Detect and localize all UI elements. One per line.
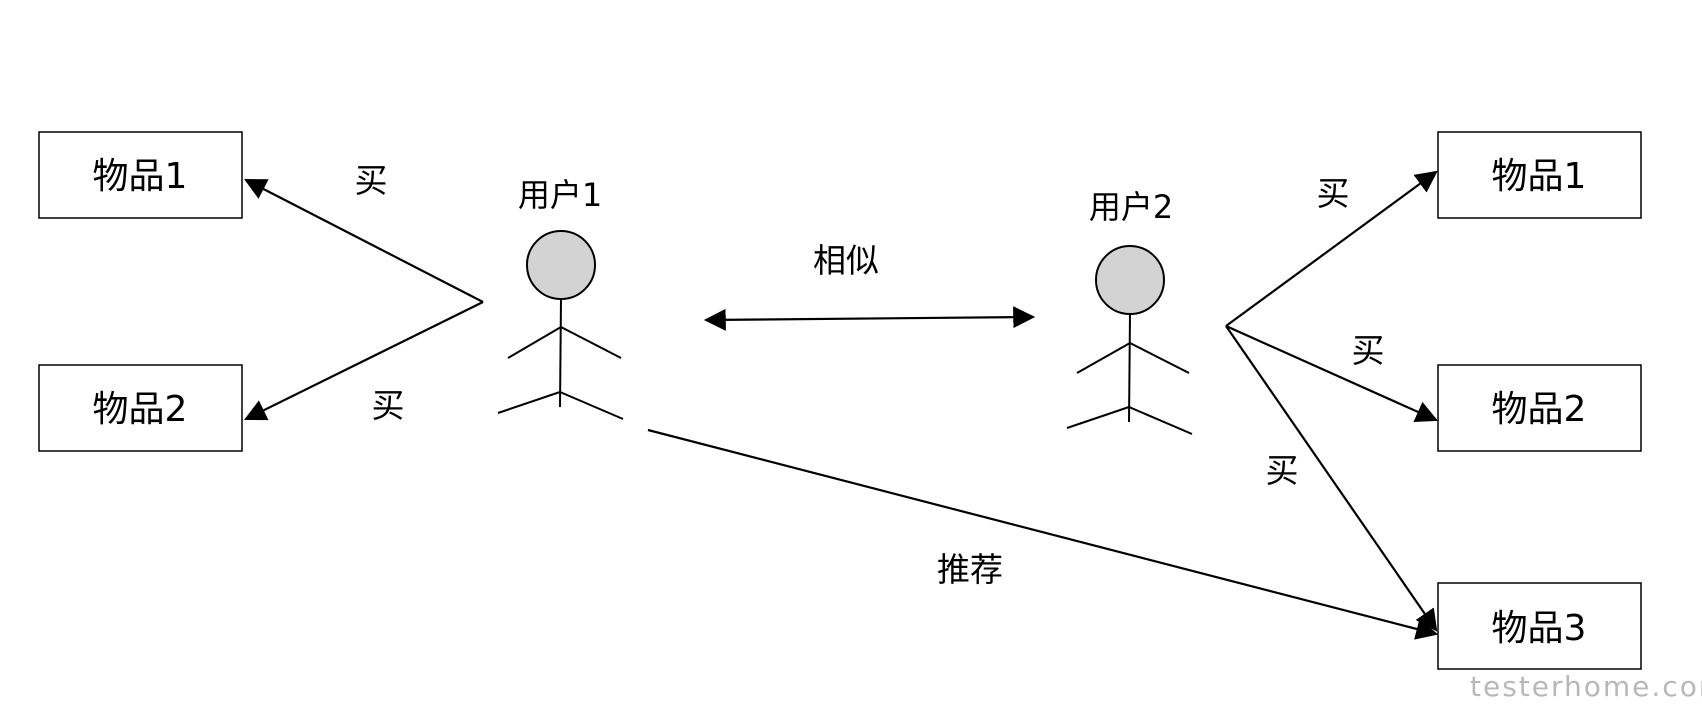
edge-label-recommend: 推荐 [937, 550, 1003, 589]
right-item-3-box: 物品3 [1437, 582, 1642, 670]
edge-similar [703, 306, 1036, 331]
user-1-label: 用户1 [518, 176, 602, 214]
left-item-2-label: 物品2 [93, 389, 188, 430]
edge-user2-item2 [1225, 324, 1439, 422]
left-item-1-label: 物品1 [93, 156, 188, 197]
right-item-2-box: 物品2 [1437, 364, 1642, 452]
left-item-1-box: 物品1 [38, 131, 243, 219]
user-1-head [526, 230, 596, 300]
edge-label-buy-left-2: 买 [372, 386, 405, 425]
edge-user2-item1 [1225, 170, 1438, 327]
right-item-2-label: 物品2 [1492, 389, 1587, 430]
edge-label-buy-right-1: 买 [1317, 174, 1350, 213]
right-item-1-box: 物品1 [1437, 131, 1642, 219]
right-item-1-label: 物品1 [1492, 156, 1587, 197]
edge-user2-item3 [1225, 325, 1438, 632]
left-item-2-box: 物品2 [38, 364, 243, 452]
edge-user1-item2 [244, 301, 484, 421]
user-2-head [1095, 245, 1165, 315]
edge-label-buy-right-3: 买 [1266, 451, 1299, 490]
edge-label-similar: 相似 [813, 241, 879, 280]
user-1-figure [497, 230, 624, 420]
user-2-label: 用户2 [1089, 188, 1173, 226]
right-item-3-label: 物品3 [1492, 608, 1587, 649]
edge-user1-item1 [244, 178, 484, 303]
user-2-figure [1066, 245, 1193, 435]
edge-recommend [647, 428, 1439, 640]
edge-label-buy-left-1: 买 [355, 161, 388, 200]
watermark-text: testerhome.com [1470, 670, 1702, 703]
edge-label-buy-right-2: 买 [1352, 331, 1385, 370]
